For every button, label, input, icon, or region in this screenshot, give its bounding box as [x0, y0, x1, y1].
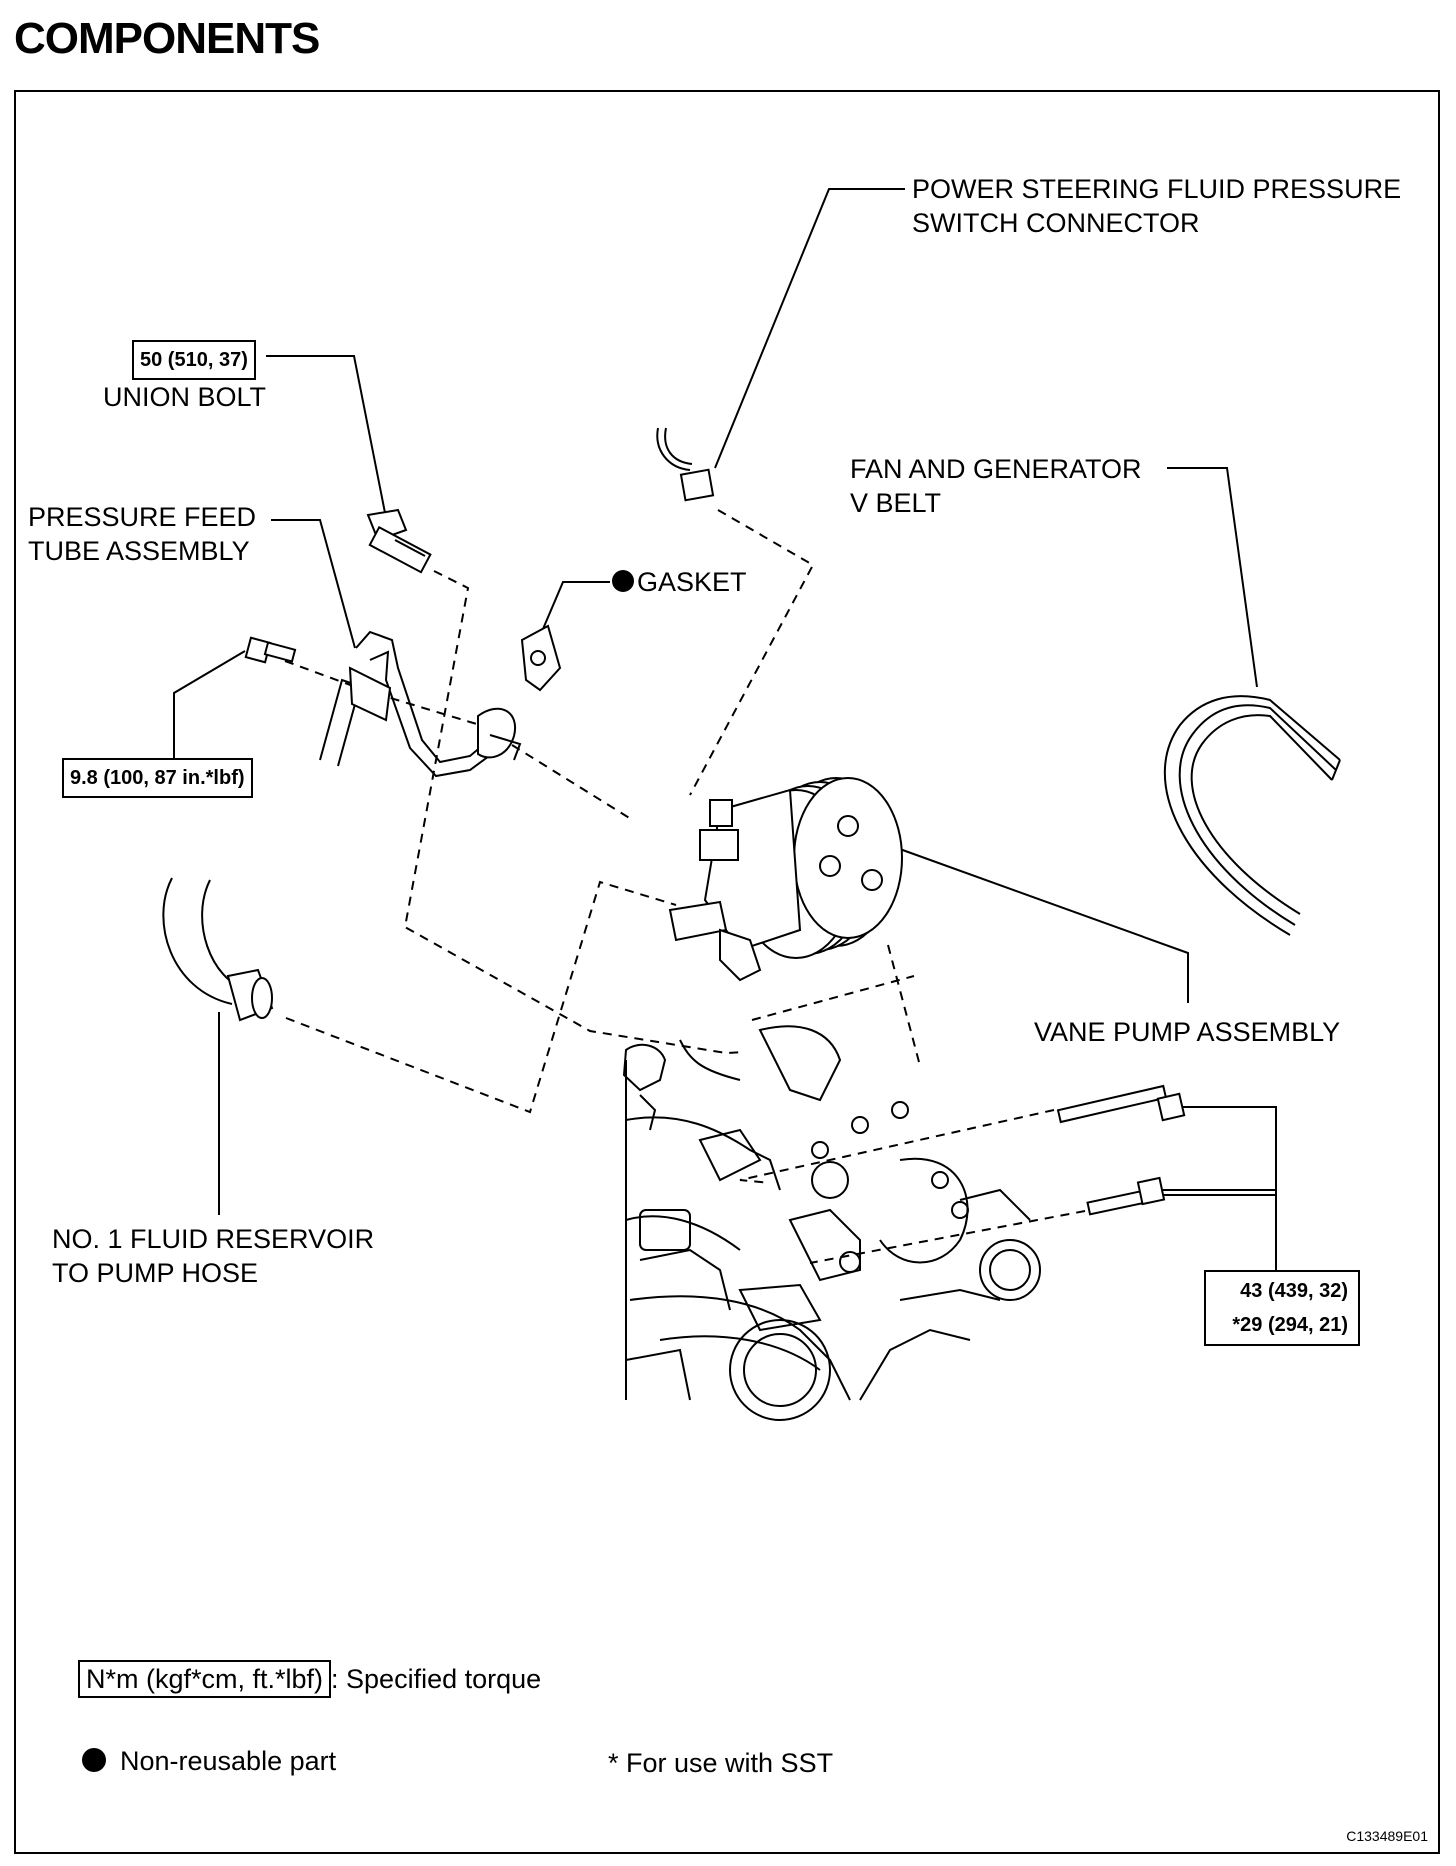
pump-bolts-icon	[1056, 1084, 1186, 1216]
non-reusable-dot-icon	[82, 1747, 106, 1772]
label-ps-switch-line1: POWER STEERING FLUID PRESSURE	[912, 174, 1402, 204]
vane-pump-icon	[668, 777, 903, 982]
torque-box-pump-bolts: 43 (439, 32) *29 (294, 21)	[1204, 1270, 1360, 1346]
label-fan-belt-line2: V BELT	[850, 488, 942, 518]
label-pressure-feed-line1: PRESSURE FEED	[28, 502, 257, 532]
reservoir-hose-icon	[162, 877, 274, 1022]
leader-tube-bolt	[173, 650, 246, 758]
legend-non-reusable-text: Non-reusable part	[120, 1746, 337, 1776]
legend-sst-note: * For use with SST	[608, 1748, 834, 1778]
label-union-bolt: UNION BOLT	[103, 382, 267, 412]
legend-non-reusable: Non-reusable part	[82, 1744, 336, 1778]
legend-torque-unit: N*m (kgf*cm, ft.*lbf)	[78, 1660, 332, 1698]
leader-pump-bolts	[1157, 1106, 1277, 1284]
engine-block-icon	[622, 1025, 1041, 1421]
pressure-switch-connector-icon	[656, 427, 715, 502]
leader-union-bolt	[266, 355, 389, 529]
leader-ps-switch	[714, 188, 905, 469]
v-belt-icon	[1163, 695, 1341, 936]
figure-code: C133489E01	[1346, 1828, 1428, 1844]
tube-bolt-icon	[244, 636, 297, 664]
union-bolt-icon	[366, 508, 432, 574]
legend-torque-desc: : Specified torque	[331, 1664, 542, 1694]
leader-fan-belt	[1167, 467, 1258, 688]
label-vane-pump: VANE PUMP ASSEMBLY	[1034, 1017, 1341, 1047]
gasket-text: GASKET	[637, 567, 747, 597]
diagram-frame	[14, 90, 1440, 1854]
label-reservoir-hose-line2: TO PUMP HOSE	[52, 1258, 259, 1288]
leader-vane-pump	[896, 847, 1189, 1003]
pressure-feed-tube-icon	[319, 630, 522, 778]
page-title: COMPONENTS	[14, 14, 320, 63]
legend-torque: N*m (kgf*cm, ft.*lbf): Specified torque	[78, 1660, 541, 1698]
leader-pressure-feed	[271, 519, 356, 649]
label-gasket: GASKET	[612, 565, 747, 599]
torque-box-union-bolt: 50 (510, 37)	[132, 340, 256, 380]
torque-box-tube-bolt: 9.8 (100, 87 in.*lbf)	[62, 758, 253, 798]
leader-gasket	[539, 581, 610, 637]
pump-bolt-torque-sst: *29 (294, 21)	[1232, 1314, 1348, 1336]
gasket-icon	[520, 624, 562, 692]
pump-bolt-torque: 43 (439, 32)	[1240, 1280, 1348, 1302]
label-reservoir-hose-line1: NO. 1 FLUID RESERVOIR	[52, 1224, 375, 1254]
non-reusable-dot-icon	[612, 569, 634, 592]
label-ps-switch-line2: SWITCH CONNECTOR	[912, 208, 1200, 238]
label-pressure-feed-line2: TUBE ASSEMBLY	[28, 536, 250, 566]
label-fan-belt-line1: FAN AND GENERATOR	[850, 454, 1142, 484]
